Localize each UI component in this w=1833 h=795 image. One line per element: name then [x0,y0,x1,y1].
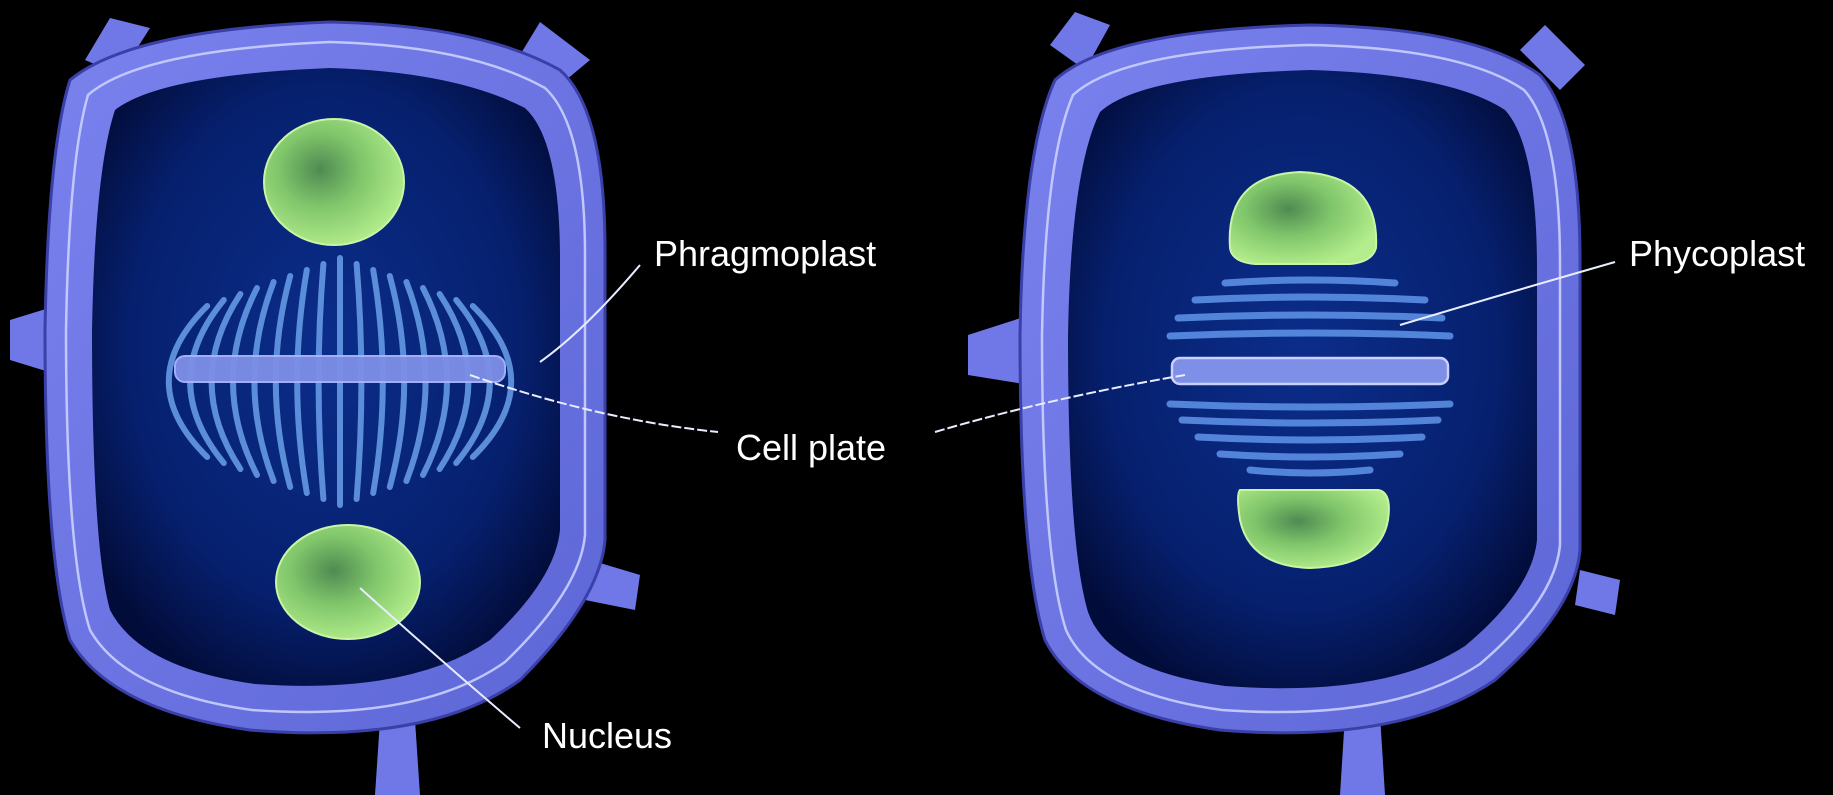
phragmoplast-label: Phragmoplast [654,236,876,272]
left-nucleus-top [264,119,404,245]
phycoplast-microtubule [1195,297,1425,300]
phycoplast-microtubule [1178,315,1442,318]
phycoplast-label: Phycoplast [1629,236,1805,272]
right-cell-plate [1172,358,1448,384]
phycoplast-microtubule [1220,454,1400,457]
phycoplast-microtubule [1225,280,1395,283]
left-cell-wall-junction-bottom [375,720,420,795]
phycoplast-microtubule [1250,470,1370,473]
phycoplast-microtubule [1182,420,1438,423]
nucleus-label: Nucleus [542,718,672,754]
phycoplast-microtubule [1198,437,1422,440]
phycoplast-microtubule [1170,333,1450,336]
phycoplast-microtubule [1170,404,1450,407]
cell-plate-label: Cell plate [736,430,886,466]
left-cell-plate [175,356,505,382]
